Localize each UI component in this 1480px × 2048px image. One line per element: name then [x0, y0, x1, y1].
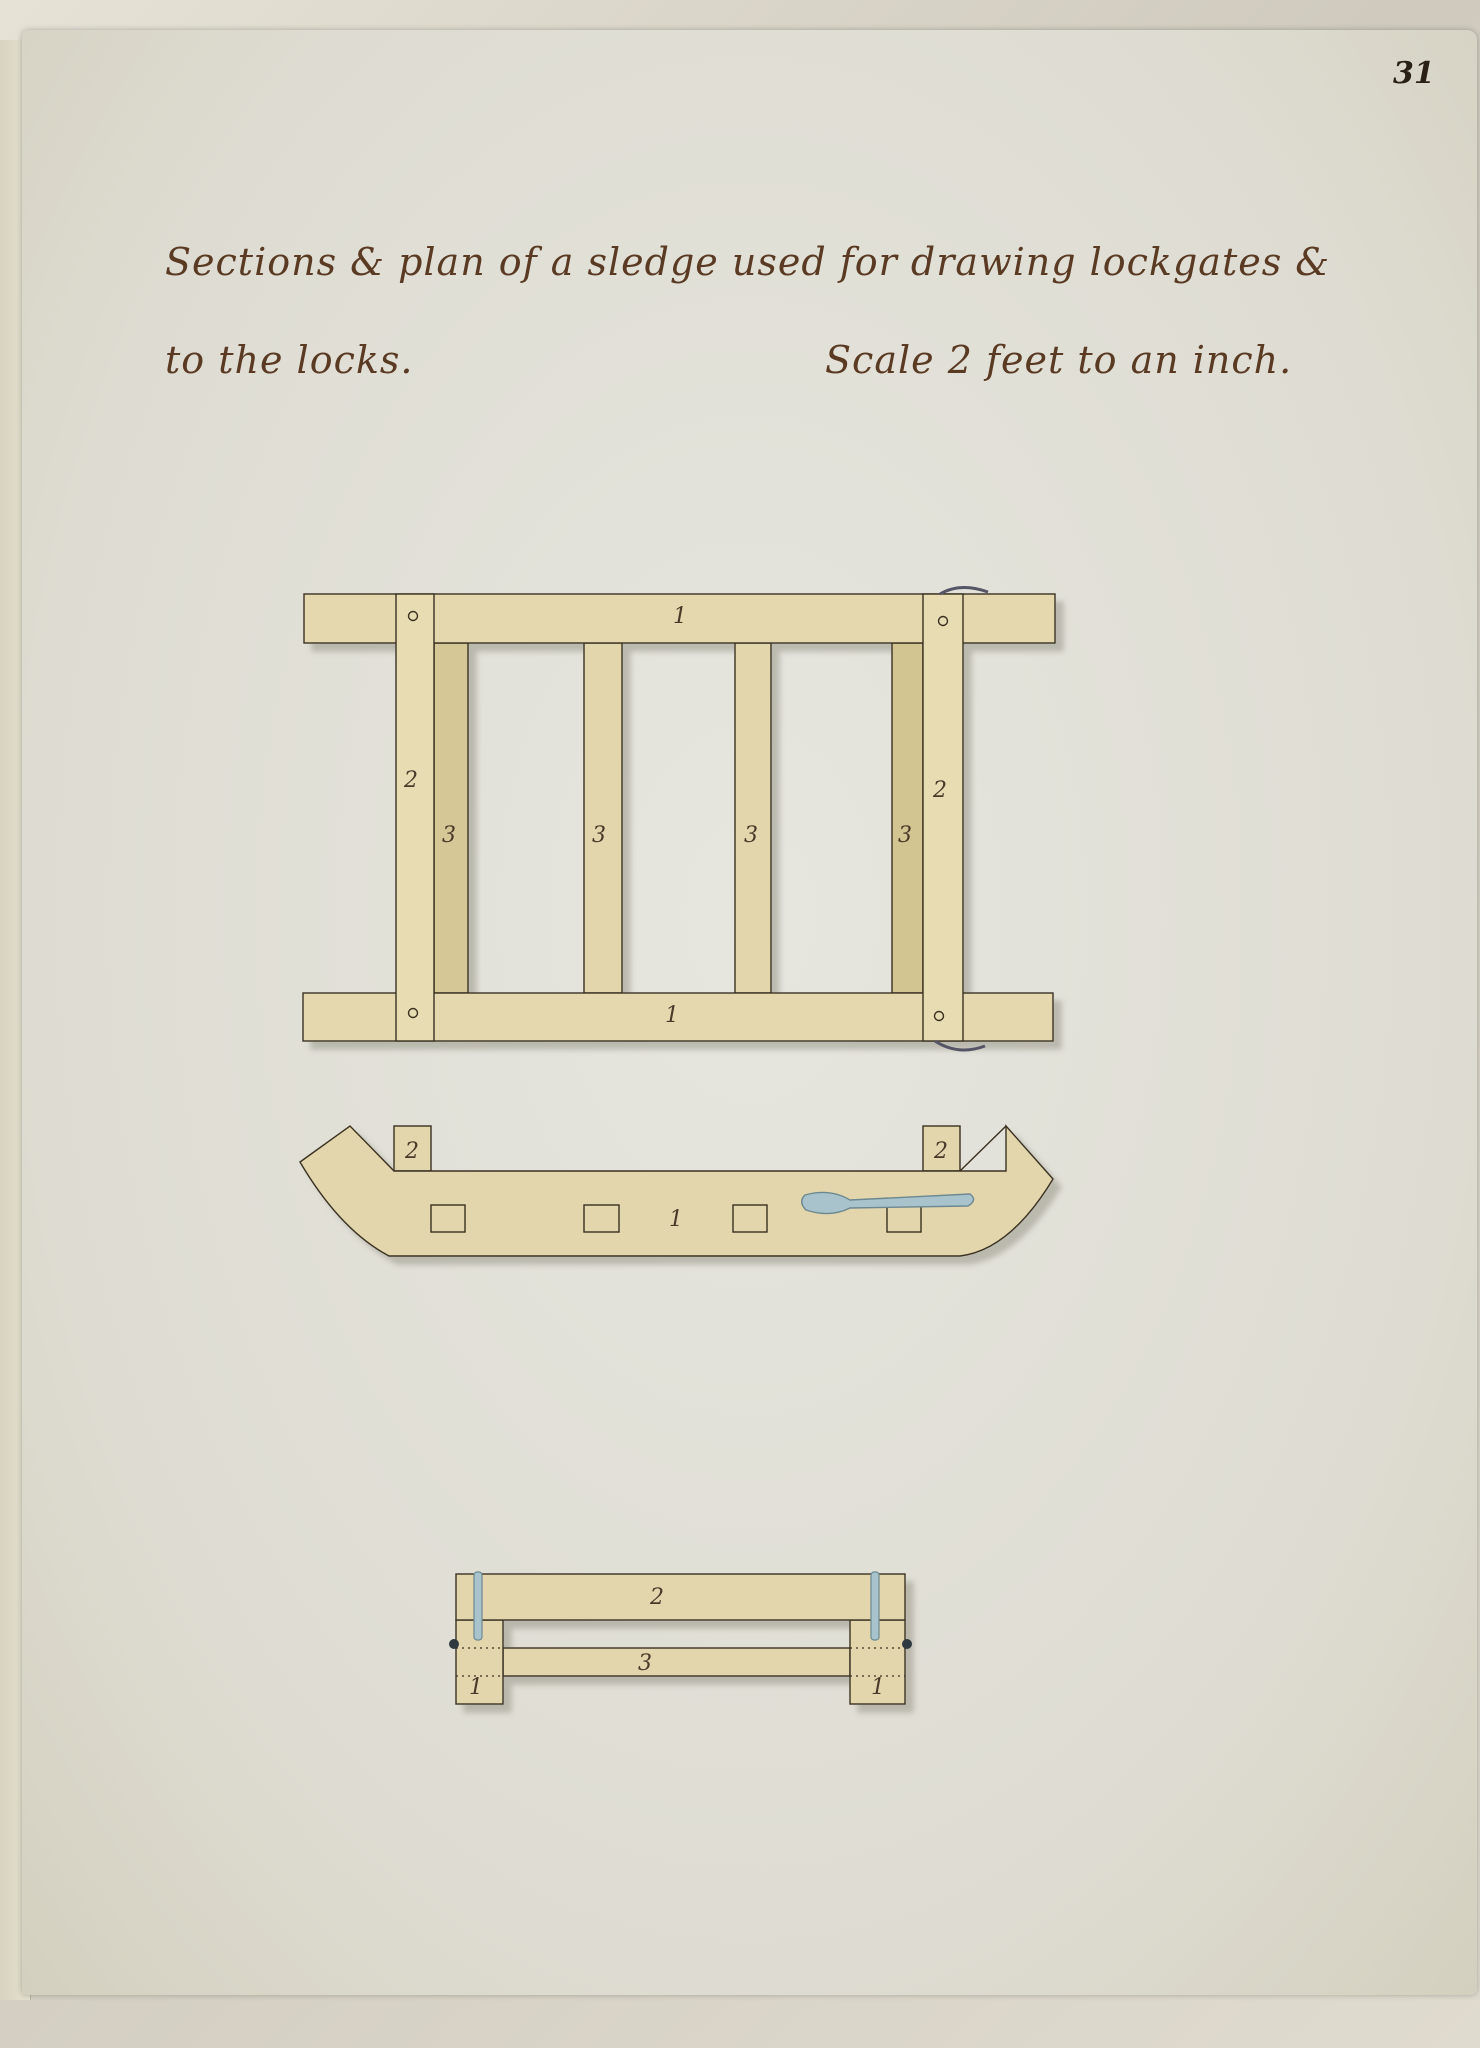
plan-label-3: 3 — [592, 823, 606, 848]
crossbar — [734, 642, 772, 994]
side-label-1: 1 — [669, 1207, 683, 1232]
iron-pin — [870, 1571, 880, 1641]
end-label-1-left: 1 — [469, 1675, 483, 1700]
side-label-2-right: 2 — [933, 1139, 948, 1164]
title-line-2: to the locks. — [165, 338, 414, 382]
plan-label-2-left: 2 — [403, 768, 418, 793]
title-line-1: Sections & plan of a sledge used for dra… — [165, 240, 1331, 284]
mortise — [583, 1204, 620, 1233]
iron-hook — [939, 586, 989, 596]
left-side-rail — [395, 593, 435, 1042]
side-view — [299, 1124, 1054, 1257]
bolt-hole — [407, 610, 419, 622]
end-label-2: 2 — [649, 1585, 664, 1610]
side-label-2-left: 2 — [404, 1139, 419, 1164]
post — [393, 1125, 432, 1172]
end-label-3: 3 — [638, 1651, 652, 1676]
bolt-hole — [407, 1007, 419, 1019]
bolt-hole — [933, 1010, 945, 1022]
post — [922, 1125, 961, 1172]
iron-strap — [801, 1191, 975, 1215]
plan-label-1-top: 1 — [673, 604, 687, 629]
mortise — [430, 1204, 466, 1233]
crossbar — [433, 642, 469, 994]
crossbar — [891, 642, 924, 994]
page-number: 31 — [1393, 56, 1435, 91]
plan-label-1-bottom: 1 — [665, 1003, 679, 1028]
iron-pin — [473, 1571, 483, 1641]
beam — [455, 1573, 906, 1621]
right-side-rail — [922, 593, 964, 1042]
end-label-1-right: 1 — [871, 1675, 885, 1700]
scale-note: Scale 2 feet to an inch. — [825, 338, 1293, 382]
plan-label-3: 3 — [442, 823, 456, 848]
plan-label-3: 3 — [744, 823, 758, 848]
end-view — [455, 1573, 906, 1705]
pin-head — [902, 1639, 912, 1649]
plan-label-3: 3 — [898, 823, 912, 848]
iron-hook — [934, 1039, 986, 1052]
runner-body — [299, 1124, 1054, 1257]
plan-label-2-right: 2 — [932, 778, 947, 803]
crossbar — [583, 642, 623, 994]
pin-head — [449, 1639, 459, 1649]
bar — [502, 1647, 851, 1677]
mortise — [732, 1204, 768, 1233]
plan-view — [302, 593, 1056, 1042]
bolt-hole — [937, 615, 949, 627]
